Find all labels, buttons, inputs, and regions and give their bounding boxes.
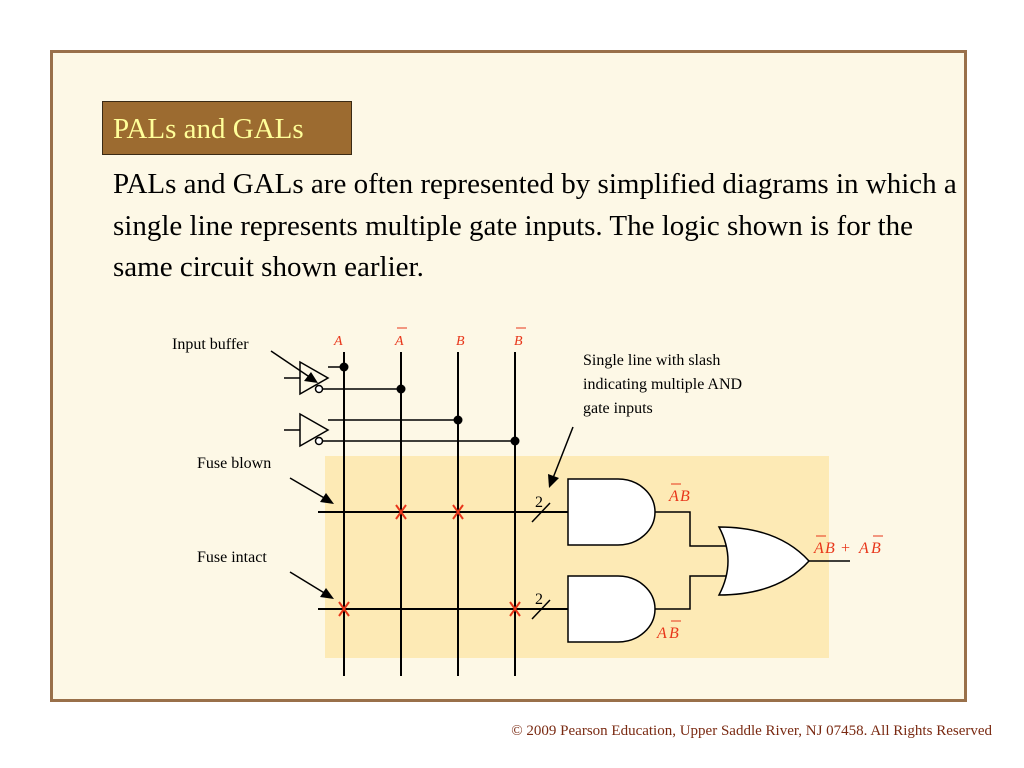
signal-b: B xyxy=(456,334,465,349)
signal-b-bar: B xyxy=(514,334,523,349)
slide-body-text: PALs and GALs are often represented by s… xyxy=(113,168,957,283)
fuse-x-mark xyxy=(509,601,521,617)
annotation-arrows xyxy=(270,350,574,599)
output-bottom-b: B xyxy=(669,625,679,642)
slash-mark xyxy=(531,599,551,620)
and-gate-bottom xyxy=(567,575,656,643)
fuse-x-mark xyxy=(452,504,464,520)
input-lines xyxy=(343,352,516,676)
slash-note-line-3: gate inputs xyxy=(583,400,653,417)
slash-count-top: 2 xyxy=(535,494,543,511)
fuse-intact-label: Fuse intact xyxy=(197,549,267,566)
signal-a-bar: A xyxy=(394,334,404,349)
fuse-x-mark xyxy=(395,504,407,520)
slide-title: PALs and GALs xyxy=(102,101,352,155)
sum-term-2-b: B xyxy=(871,540,881,557)
input-buffer-label: Input buffer xyxy=(172,336,249,353)
and-gate-top xyxy=(567,478,656,546)
slash-count-bottom: 2 xyxy=(535,591,543,608)
or-gate xyxy=(717,526,811,596)
fuse-x-mark xyxy=(338,601,350,617)
output-top-a: A xyxy=(668,488,679,505)
output-top-b: B xyxy=(680,488,690,505)
fuse-marks xyxy=(338,504,521,617)
sum-term-2-a: A xyxy=(858,540,869,557)
sum-term-1-a: A xyxy=(813,540,824,557)
slash-note-line-1: Single line with slash xyxy=(583,352,720,369)
and-to-or-wires xyxy=(655,511,729,610)
input-buffer-b xyxy=(284,412,520,448)
copyright-footer: © 2009 Pearson Education, Upper Saddle R… xyxy=(511,723,992,739)
fuse-blown-label: Fuse blown xyxy=(197,455,271,472)
input-buffer-a xyxy=(284,360,406,396)
sum-plus: + xyxy=(841,540,850,557)
slash-mark xyxy=(531,502,551,523)
signal-a: A xyxy=(333,334,343,349)
slash-note-line-2: indicating multiple AND xyxy=(583,376,742,393)
output-bottom-a: A xyxy=(656,625,667,642)
sum-term-1-b: B xyxy=(825,540,835,557)
